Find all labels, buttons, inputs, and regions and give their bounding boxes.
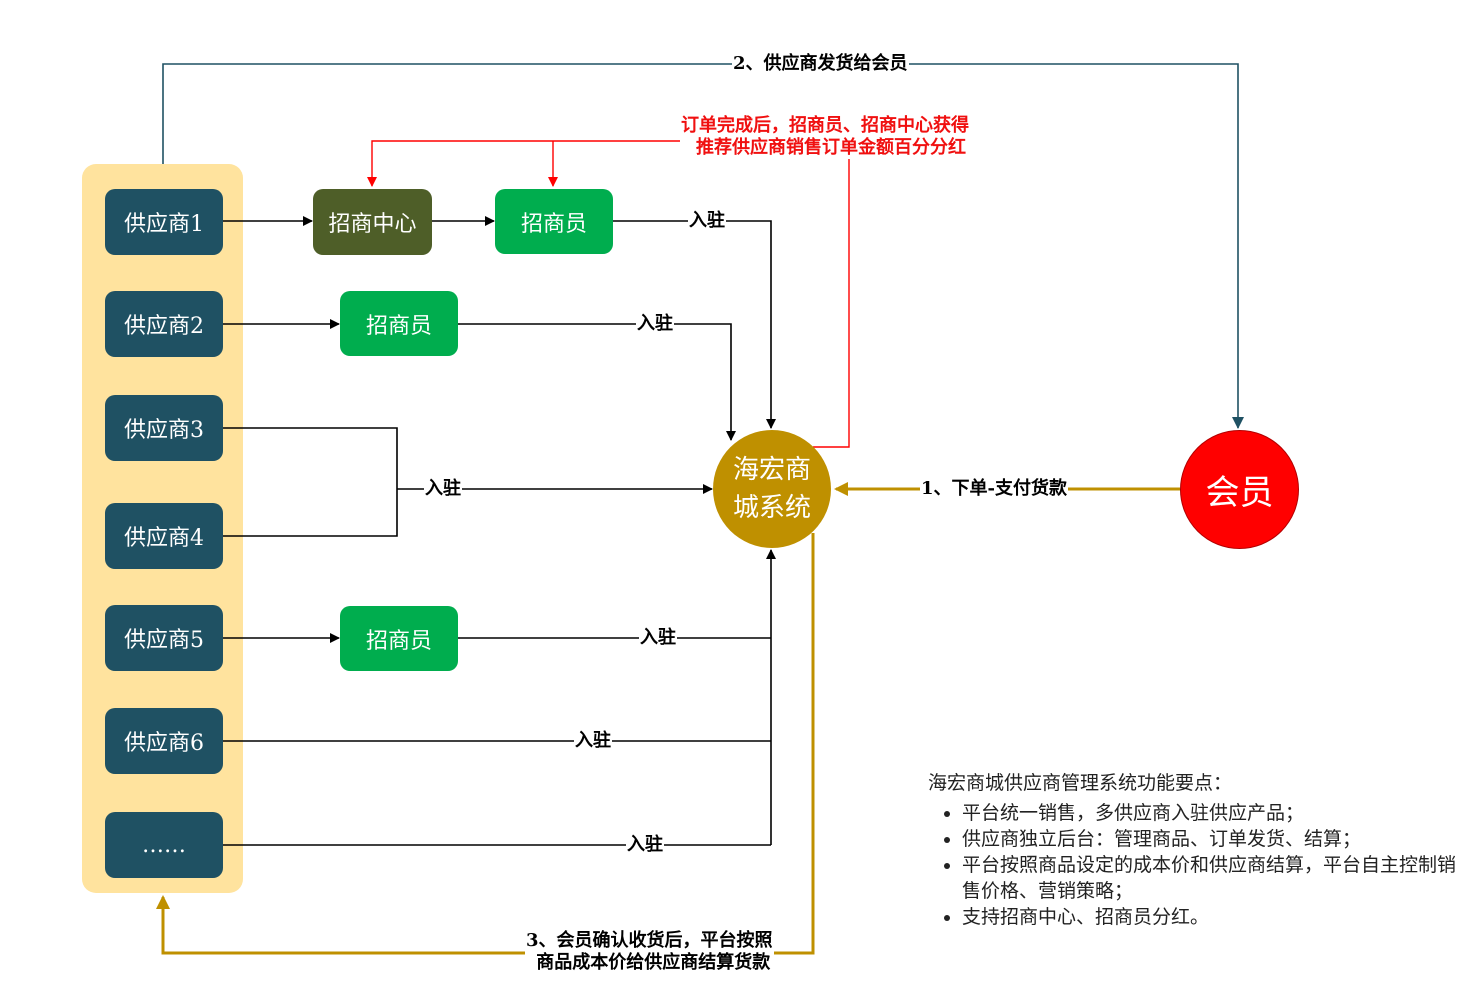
ship-label: 2、供应商发货给会员	[732, 53, 909, 75]
notes-list: 平台统一销售，多供应商入驻供应产品； 供应商独立后台：管理商品、订单发货、结算；…	[928, 800, 1458, 930]
edge-recruiter1-system	[612, 220, 776, 429]
feature-notes: 海宏商城供应商管理系统功能要点： 平台统一销售，多供应商入驻供应产品； 供应商独…	[928, 770, 1458, 930]
recruitment-center-box: 招商中心	[313, 189, 432, 255]
edge-ship	[162, 63, 1244, 429]
order-label: 1、下单-支付货款	[920, 478, 1068, 500]
bonus-label-line1: 订单完成后，招商员、招商中心获得	[681, 115, 969, 136]
supplier-1-box: 供应商1	[105, 189, 223, 255]
join-label-6: 入驻	[574, 730, 612, 752]
recruiter-box-2: 招商员	[340, 291, 458, 356]
supplier-more-box: ……	[105, 812, 223, 878]
edge-settle	[156, 533, 815, 955]
edge-s3-s4-bracket	[223, 427, 398, 537]
join-label-5: 入驻	[639, 627, 677, 649]
notes-title: 海宏商城供应商管理系统功能要点：	[928, 772, 1233, 794]
bonus-label: 订单完成后，招商员、招商中心获得 推荐供应商销售订单金额百分分红	[680, 115, 970, 159]
supplier-6-box: 供应商6	[105, 708, 223, 774]
join-label-3: 入驻	[424, 478, 462, 500]
join-label-1: 入驻	[688, 210, 726, 232]
settle-label-line2: 商品成本价给供应商结算货款	[536, 952, 771, 973]
edge-recruiter2-system	[458, 323, 736, 441]
settle-label-line1: 3、会员确认收货后，平台按照	[526, 930, 773, 951]
supplier-5-box: 供应商5	[105, 605, 223, 671]
supplier-4-box: 供应商4	[105, 503, 223, 569]
notes-item: 平台按照商品设定的成本价和供应商结算，平台自主控制销售价格、营销策略；	[962, 852, 1458, 904]
notes-item: 供应商独立后台：管理商品、订单发货、结算；	[962, 826, 1458, 852]
mall-system-node: 海宏商 城系统	[713, 430, 831, 548]
notes-item: 支持招商中心、招商员分红。	[962, 904, 1458, 930]
recruiter-box-3: 招商员	[340, 606, 458, 671]
member-node: 会员	[1180, 430, 1299, 549]
notes-item: 平台统一销售，多供应商入驻供应产品；	[962, 800, 1458, 826]
bonus-label-line2: 推荐供应商销售订单金额百分分红	[696, 137, 966, 158]
supplier-2-box: 供应商2	[105, 291, 223, 357]
mall-system-label-line2: 城系统	[732, 493, 811, 523]
mall-system-label-line1: 海宏商	[732, 455, 811, 485]
join-label-more: 入驻	[626, 834, 664, 856]
join-label-2: 入驻	[636, 313, 674, 335]
recruiter-box-1: 招商员	[495, 189, 613, 254]
supplier-3-box: 供应商3	[105, 395, 223, 461]
settle-label: 3、会员确认收货后，平台按照 商品成本价给供应商结算货款	[525, 930, 774, 974]
